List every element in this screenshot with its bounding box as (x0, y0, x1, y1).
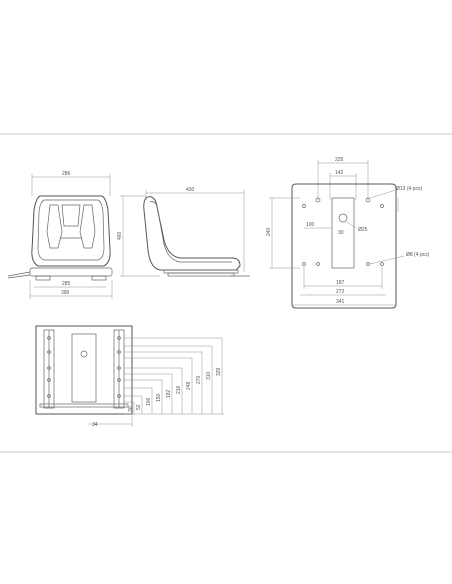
plate-hole-bottom: Ø8 (4 pcs) (406, 252, 430, 258)
rail-height-310: 310 (206, 371, 212, 380)
front-view: 286 285 390 (7, 171, 113, 299)
slide-rail-view: 34 30 52 106 150 182 216 248 270 310 329 (35, 325, 224, 428)
rail-height-52: 52 (136, 404, 142, 410)
plate-top-spacing: 225 (335, 157, 344, 163)
side-view: 430 460 (117, 187, 250, 277)
side-depth: 430 (186, 187, 195, 193)
plate-total-width: 341 (336, 299, 345, 305)
plate-height: 240 (266, 227, 272, 236)
plate-left-offset: 100 (306, 222, 315, 228)
rail-offset-bottom: 34 (92, 422, 98, 428)
rail-height-150: 150 (156, 393, 162, 402)
plate-center-hole: Ø25 (358, 227, 368, 233)
rail-height-329: 329 (216, 367, 222, 376)
rail-height-270: 270 (196, 375, 202, 384)
front-top-width: 286 (62, 171, 71, 177)
base-plate-view: 225 142 Ø13 (4 pcs) 100 30 Ø25 240 (266, 157, 430, 309)
seat-side-profile (143, 196, 241, 271)
plate-slot-spacing: 187 (336, 280, 345, 286)
rail-plate-outline (35, 325, 133, 415)
rail-height-216: 216 (176, 385, 182, 394)
rail-height-106: 106 (146, 397, 152, 406)
center-hole (338, 213, 348, 223)
front-base-width: 390 (61, 290, 70, 296)
plate-hole-top: Ø13 (4 pcs) (396, 186, 422, 192)
plate-inner-spacing: 142 (335, 170, 344, 176)
base-plate-outline (291, 183, 397, 309)
rail-height-30: 30 (128, 406, 134, 412)
plate-center-offset: 30 (338, 230, 344, 236)
rail-height-182: 182 (166, 389, 172, 398)
rail-height-248: 248 (186, 381, 192, 390)
side-height: 460 (117, 231, 123, 240)
plate-mid-width: 272 (336, 289, 345, 295)
seat-back-outline (31, 195, 111, 267)
front-bottom-width: 285 (62, 281, 71, 287)
